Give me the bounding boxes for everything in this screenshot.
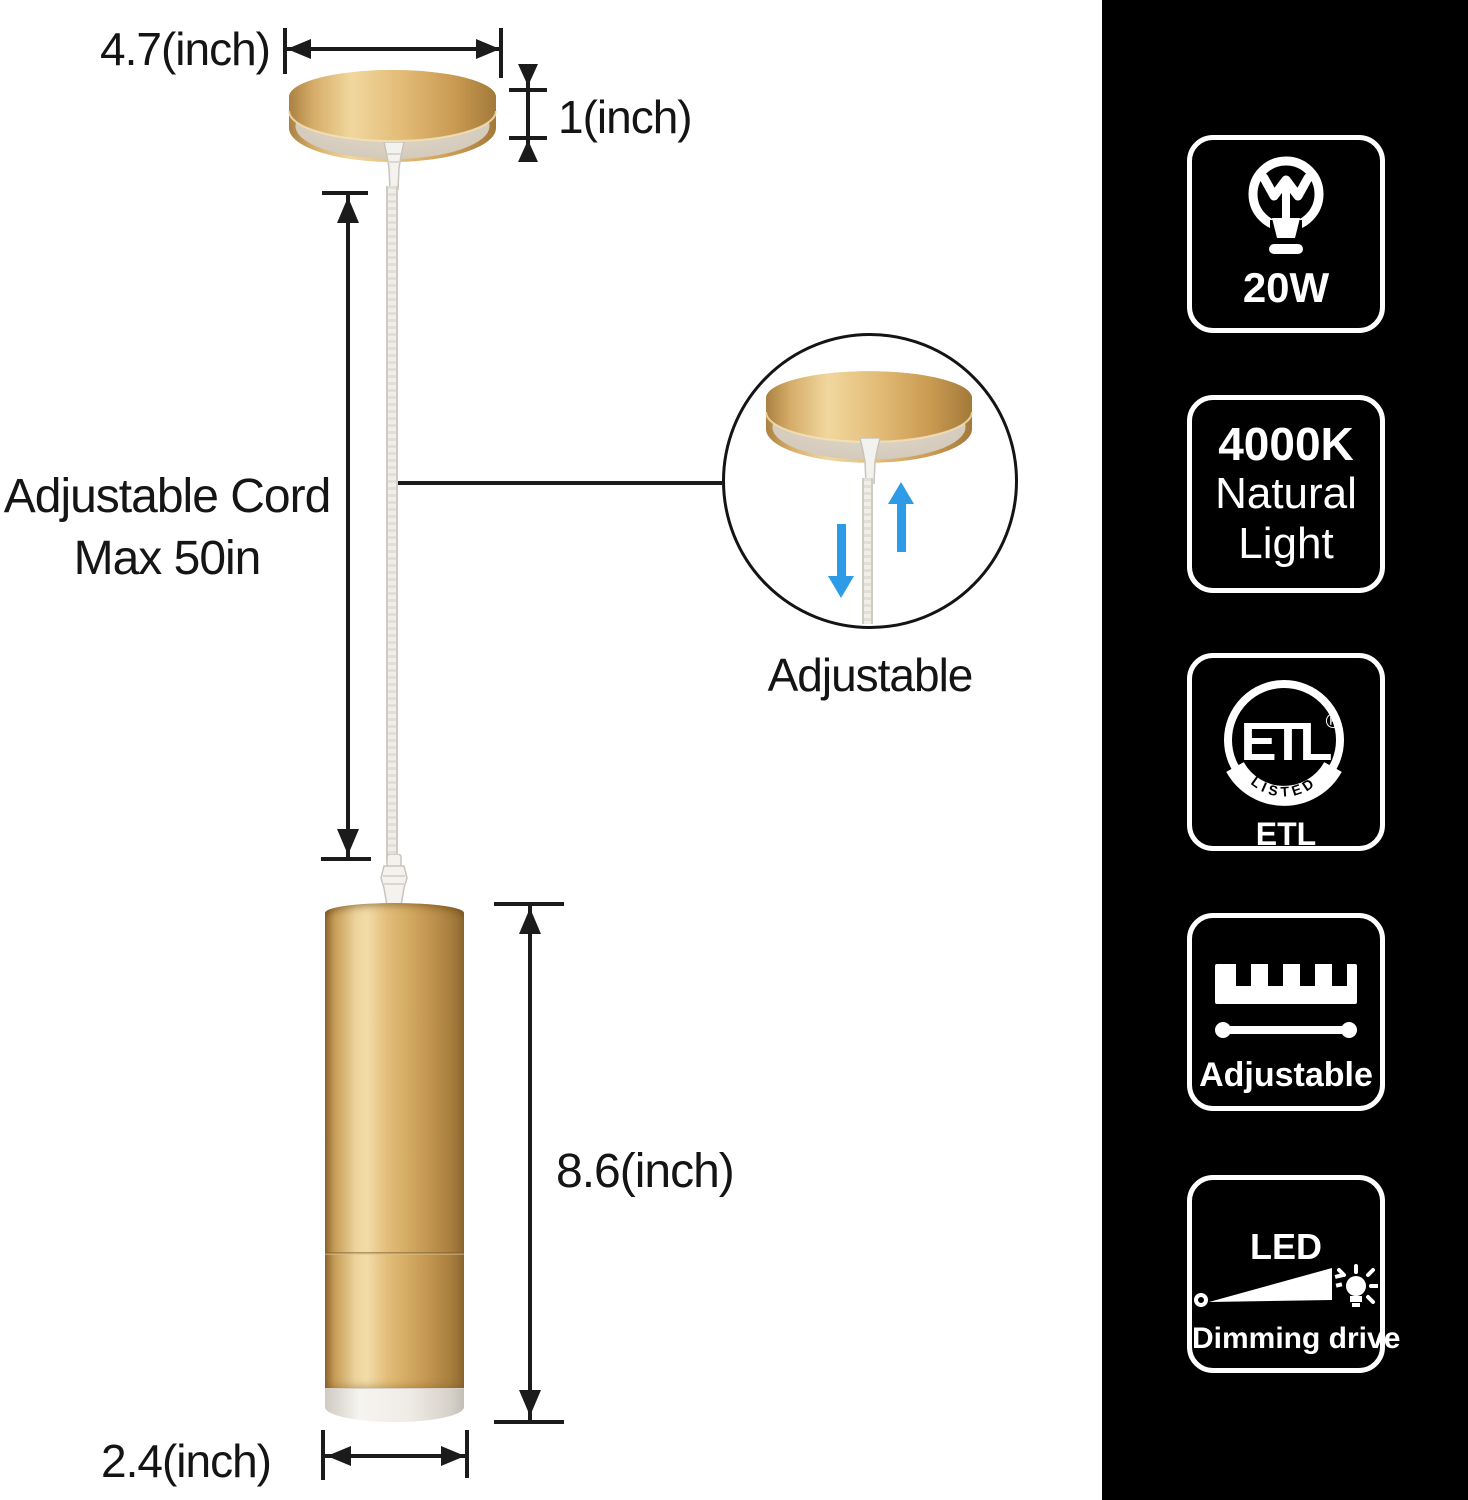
callout-connector-line xyxy=(398,481,722,485)
arrowhead-down-icon xyxy=(518,64,538,86)
adjustable-label: Adjustable xyxy=(1199,1056,1373,1094)
cord-label-line1: Adjustable Cord xyxy=(3,470,332,523)
pendant-cord-grip xyxy=(380,854,408,906)
cylinder-seam xyxy=(325,1252,464,1255)
badge-wattage: 20W xyxy=(1187,135,1385,333)
down-arrow-icon xyxy=(828,576,854,598)
registered-mark: ® xyxy=(1326,711,1341,733)
led-title: LED xyxy=(1250,1226,1322,1267)
arrowhead-up-icon xyxy=(518,140,538,162)
color-temp-value: 4000K xyxy=(1218,418,1354,470)
inset-cord xyxy=(862,478,873,624)
arrowhead-down-icon xyxy=(337,829,359,855)
canopy-height-label: 1(inch) xyxy=(558,91,693,143)
inset-cord-grip xyxy=(859,438,881,484)
pendant-diffuser-ring xyxy=(325,1388,464,1422)
arrowhead-left-icon xyxy=(327,1446,351,1466)
wattage-label: 20W xyxy=(1242,264,1330,311)
pendant-width-label: 2.4(inch) xyxy=(101,1435,272,1487)
color-temp-word2: Light xyxy=(1238,519,1334,568)
color-temp-word1: Natural xyxy=(1215,469,1357,518)
inset-caption: Adjustable xyxy=(767,649,974,701)
pendant-height-label: 8.6(inch) xyxy=(556,1145,735,1198)
cord-length-label: Adjustable Cord Max 50in xyxy=(0,466,334,590)
etl-logo-text: ETL xyxy=(1241,712,1332,772)
feature-panel: 20W 4000K Natural Light ETL LISTED ® ET xyxy=(1102,0,1468,1500)
etl-listed-logo-icon: ETL LISTED ® xyxy=(1224,680,1344,806)
arrowhead-right-icon xyxy=(476,39,500,59)
badge-led-dimming: LED Dimming drive xyxy=(1187,1175,1401,1373)
dimming-label: Dimming drive xyxy=(1192,1322,1401,1355)
canopy-width-label: 4.7(inch) xyxy=(100,23,271,75)
pendant-cylinder xyxy=(325,903,464,1388)
arrowhead-right-icon xyxy=(441,1446,465,1466)
arrowhead-left-icon xyxy=(287,39,311,59)
cord-label-line2: Max 50in xyxy=(73,532,262,585)
hanging-cord xyxy=(386,186,398,862)
ruler-icon xyxy=(1215,964,1357,1038)
arrowhead-up-icon xyxy=(337,197,359,223)
canopy-cord-grip xyxy=(383,142,405,190)
arrowhead-up-icon xyxy=(519,908,541,934)
etl-label: ETL xyxy=(1255,816,1317,852)
badge-etl-certification: ETL LISTED ® ETL xyxy=(1187,653,1385,852)
badge-color-temperature: 4000K Natural Light xyxy=(1187,395,1385,593)
light-bulb-icon xyxy=(1248,156,1324,254)
dimming-beam-icon xyxy=(1194,1264,1378,1307)
arrowhead-down-icon xyxy=(519,1390,541,1416)
badge-adjustable: Adjustable xyxy=(1187,913,1385,1111)
up-arrow-icon xyxy=(888,482,914,504)
